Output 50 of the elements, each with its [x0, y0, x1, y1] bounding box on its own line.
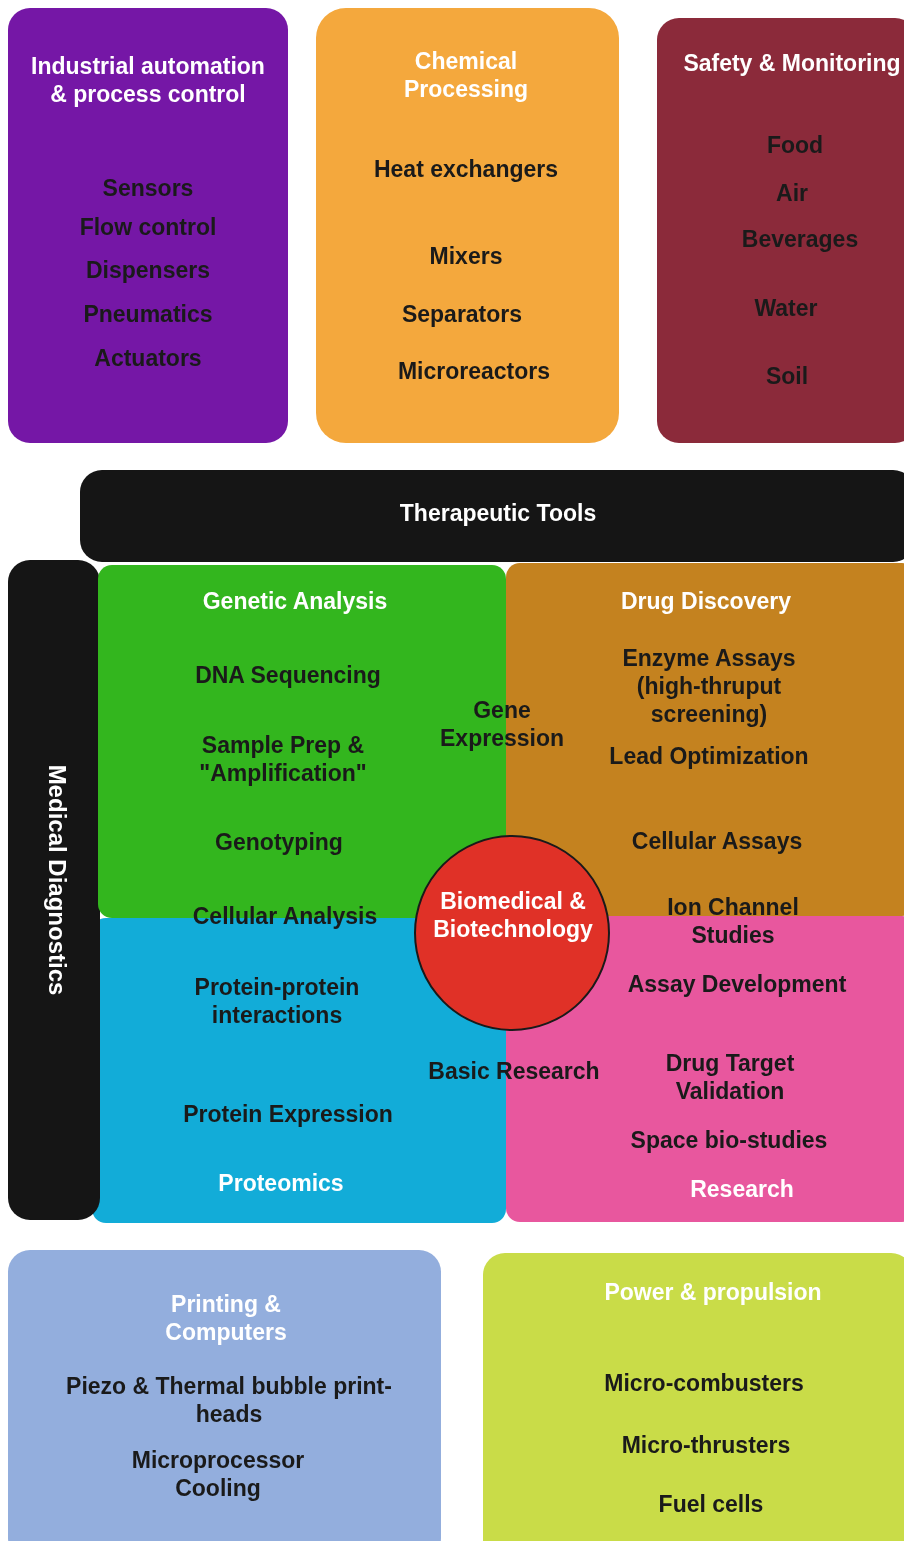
- item-text: Beverages: [740, 225, 860, 253]
- item-text: Microreactors: [396, 357, 552, 385]
- item-text: Heat exchangers: [372, 155, 560, 183]
- item-text: Cellular Assays: [630, 827, 804, 855]
- item-text: Micro-thrusters: [620, 1431, 792, 1459]
- item-text: Separators: [400, 300, 524, 328]
- category-panel: [316, 8, 619, 443]
- item-text: Flow control: [78, 213, 218, 241]
- panel-heading: Safety & Monitoring: [682, 49, 902, 77]
- item-text: Pneumatics: [82, 300, 214, 328]
- item-text: Dispensers: [85, 256, 211, 284]
- panel-heading: Genetic Analysis: [201, 587, 389, 615]
- category-panel: [483, 1253, 904, 1541]
- item-text: Drug Target Validation: [664, 1049, 796, 1105]
- category-panel: [657, 18, 904, 443]
- item-text: Sample Prep & "Amplification": [198, 731, 368, 787]
- item-text: Sensors: [101, 174, 195, 202]
- category-panel: [80, 470, 904, 562]
- item-text: Proteomics: [217, 1169, 345, 1197]
- item-text: Micro-combusters: [603, 1369, 805, 1397]
- item-text: Space bio-studies: [629, 1126, 829, 1154]
- panel-heading: Industrial automation & process control: [30, 52, 266, 108]
- item-text: Piezo & Thermal bubble print-heads: [65, 1372, 393, 1428]
- category-panel: [8, 8, 288, 443]
- item-text: Soil: [764, 362, 810, 390]
- item-text: Genotyping: [214, 828, 344, 856]
- item-text: DNA Sequencing: [194, 661, 382, 689]
- item-text: Assay Development: [627, 970, 847, 998]
- item-text: Food: [765, 131, 825, 159]
- category-panel: [8, 1250, 441, 1541]
- item-text: Protein Expression: [182, 1100, 394, 1128]
- panel-heading: Power & propulsion: [603, 1278, 823, 1306]
- item-text: Air: [775, 179, 809, 207]
- item-text: Fuel cells: [657, 1490, 765, 1518]
- item-text: Actuators: [93, 344, 203, 372]
- item-text: Protein-protein interactions: [193, 973, 361, 1029]
- panel-heading: Medical Diagnostics: [43, 763, 71, 998]
- item-text: Water: [753, 294, 819, 322]
- item-text: Enzyme Assays (high-thruput screening): [621, 644, 797, 728]
- panel-heading: Chemical Processing: [403, 47, 529, 103]
- item-text: Mixers: [428, 242, 504, 270]
- item-text: Lead Optimization: [608, 742, 810, 770]
- item-text: Microprocessor Cooling: [130, 1446, 306, 1502]
- item-text: Research: [689, 1175, 795, 1203]
- overlap-label: Ion Channel Studies: [666, 893, 800, 949]
- panel-heading: Printing & Computers: [164, 1290, 288, 1346]
- panel-heading: Therapeutic Tools: [398, 499, 598, 527]
- panel-heading: Biomedical & Biotechnology: [432, 887, 594, 943]
- category-panel: [8, 560, 100, 1220]
- panel-heading: Drug Discovery: [620, 587, 792, 615]
